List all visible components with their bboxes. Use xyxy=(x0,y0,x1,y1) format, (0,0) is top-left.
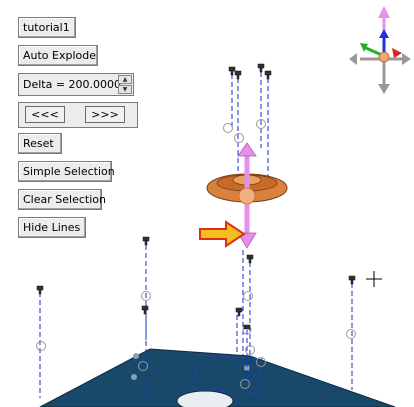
orientation-triad-icon[interactable] xyxy=(349,6,411,94)
selected-part[interactable] xyxy=(206,173,288,203)
step-forward-button[interactable]: >>> xyxy=(85,106,125,123)
plate-hole xyxy=(131,374,137,380)
explode-markers xyxy=(36,119,356,389)
reset-button[interactable]: Reset xyxy=(18,133,62,154)
screws[interactable] xyxy=(36,63,356,330)
clear-selection-button[interactable]: Clear Selection xyxy=(18,189,106,210)
delta-field[interactable]: Delta = 200.0000 xyxy=(23,78,122,91)
simple-selection-button[interactable]: Simple Selection xyxy=(18,161,115,182)
tutorial-title-button[interactable]: tutorial1 xyxy=(18,17,76,38)
spinner-up-icon[interactable]: ▲ xyxy=(118,75,132,84)
drag-manipulator[interactable] xyxy=(237,142,257,249)
hide-lines-button[interactable]: Hide Lines xyxy=(18,217,86,238)
delta-spinner[interactable]: Delta = 200.0000 ▲ ▼ xyxy=(18,73,134,96)
base-plate[interactable] xyxy=(39,348,396,407)
spinner-down-icon[interactable]: ▼ xyxy=(118,85,132,94)
plate-hole xyxy=(244,365,250,371)
step-controls: <<< >>> xyxy=(18,102,138,128)
plate-center-hole[interactable] xyxy=(176,390,234,407)
yellow-pointer-arrow-icon xyxy=(199,220,246,248)
plate-hole xyxy=(133,353,139,359)
crosshair-cursor-icon xyxy=(366,271,382,287)
auto-explode-button[interactable]: Auto Explode xyxy=(18,45,98,66)
step-back-button[interactable]: <<< xyxy=(25,106,65,123)
plate-slot-outline xyxy=(193,354,263,394)
